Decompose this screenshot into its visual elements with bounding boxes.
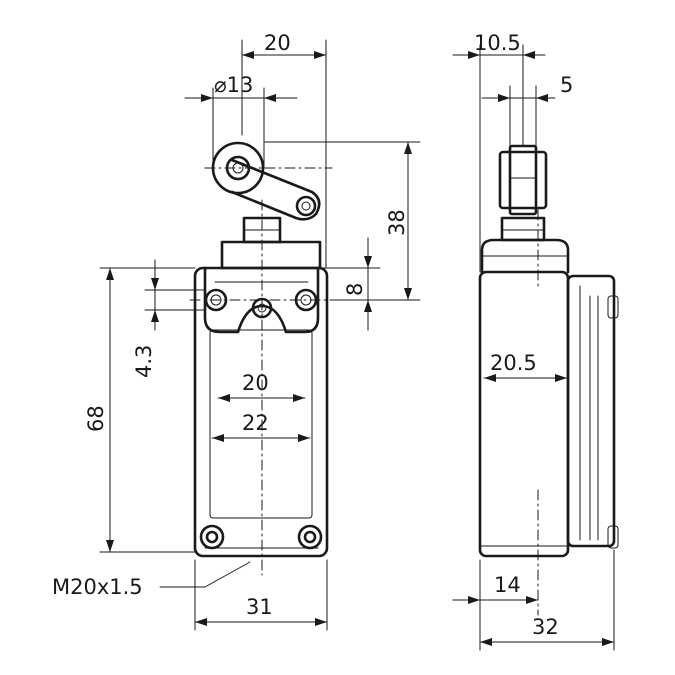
dim-4-3: 4.3 bbox=[132, 345, 156, 378]
dim-width-top: 20 bbox=[264, 31, 291, 55]
front-lever-pin-inner bbox=[301, 201, 311, 211]
front-bottom-screw-right-inner bbox=[303, 530, 317, 544]
dim-width-32: 32 bbox=[532, 615, 559, 639]
front-lever-arm bbox=[230, 158, 321, 221]
front-bottom-screw-right bbox=[297, 524, 323, 550]
side-body-outline bbox=[478, 270, 570, 558]
dim-height-8: 8 bbox=[343, 283, 367, 296]
side-roller-fork bbox=[498, 150, 548, 210]
front-body-inner bbox=[209, 329, 313, 519]
dim-inner-22: 22 bbox=[242, 411, 269, 435]
dim-thread: M20x1.5 bbox=[52, 575, 143, 599]
front-bottom-screw-left bbox=[199, 524, 225, 550]
dim-roller-diameter: ⌀13 bbox=[214, 73, 253, 97]
dim-inner-20: 20 bbox=[242, 371, 269, 395]
side-dimensions: 10.5 5 20.5 14 32 bbox=[452, 31, 615, 651]
dim-height-38: 38 bbox=[385, 209, 409, 236]
dim-offset-10-5: 10.5 bbox=[474, 31, 521, 55]
dim-height-68: 68 bbox=[84, 405, 108, 432]
side-cover-tab-top bbox=[607, 295, 619, 319]
side-roller bbox=[508, 144, 538, 216]
front-plunger-base bbox=[220, 240, 322, 270]
front-dimensions: 20 ⌀13 38 8 4.3 68 bbox=[52, 31, 421, 631]
dim-width-31: 31 bbox=[246, 595, 273, 619]
dim-offset-14: 14 bbox=[494, 573, 521, 597]
front-center-screw bbox=[251, 297, 273, 319]
dim-offset-5: 5 bbox=[560, 73, 573, 97]
front-bottom-screw-left-inner bbox=[205, 530, 219, 544]
dim-depth-20-5: 20.5 bbox=[490, 351, 537, 375]
side-view bbox=[478, 59, 619, 616]
side-cover-tab-bottom bbox=[607, 525, 619, 549]
side-cover-outline bbox=[566, 274, 616, 548]
side-plunger bbox=[500, 216, 546, 242]
front-lever-pin bbox=[295, 195, 317, 217]
front-view bbox=[189, 141, 336, 576]
